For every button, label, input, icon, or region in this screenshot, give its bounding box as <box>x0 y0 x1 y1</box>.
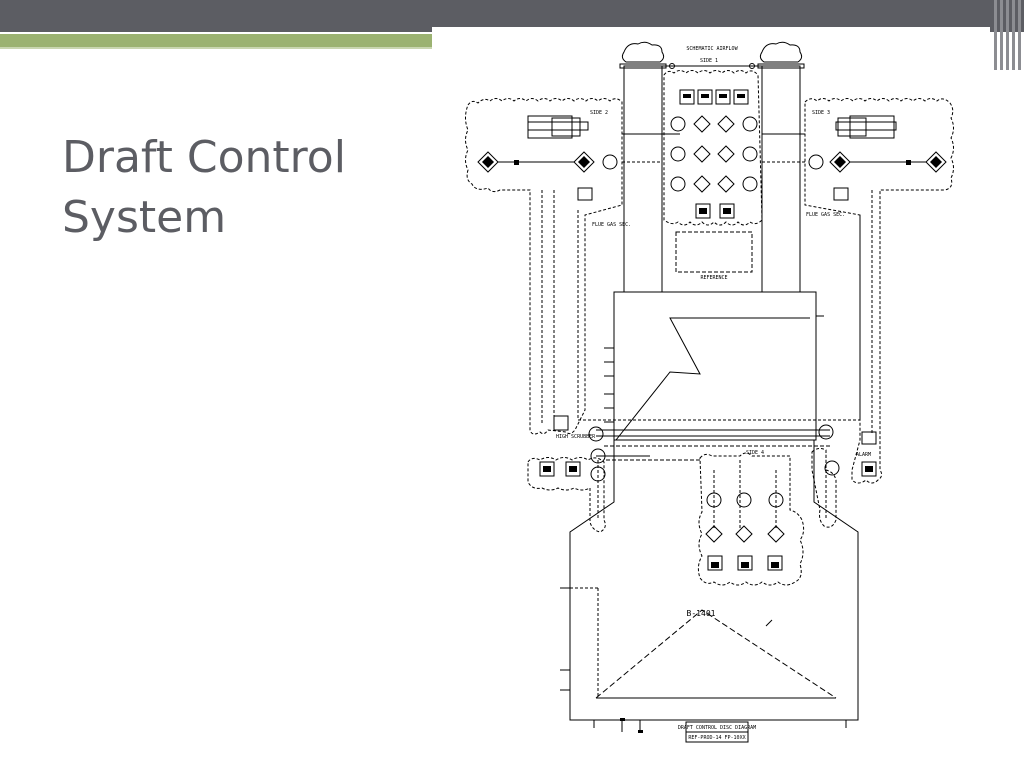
slide-title-line-2: System <box>62 192 227 243</box>
reference-label: REFERENCE <box>700 275 727 281</box>
right-block-label: FLUE GAS SEC. <box>806 212 845 218</box>
top-bar <box>0 0 1024 32</box>
radiant-coil <box>595 609 837 699</box>
green-accent-bar <box>0 34 432 47</box>
side-label-4: SIDE 4 <box>746 450 764 456</box>
stack-right <box>761 65 801 293</box>
cloud-outline-lower-left <box>527 457 606 533</box>
slide-title: Draft Control System <box>62 128 392 248</box>
cloud-outline-right <box>804 98 954 484</box>
cloud-outline-bottom <box>697 452 805 586</box>
title-block-line-1: DRAFT CONTROL DISC DIAGRAM <box>678 725 756 731</box>
alarm-label: ALARM <box>856 452 871 458</box>
draft-control-diagram: SCHEMATIC AIRFLOW SIDE 1 SIDE 2 SIDE 3 S… <box>432 27 990 768</box>
title-block-line-2: REF-PROD-14 FP-10XX <box>688 735 745 741</box>
right-edge-accent <box>990 0 1024 70</box>
green-accent-line <box>0 47 432 49</box>
high-scrubber-label: HIGH SCRUBBER <box>556 434 596 440</box>
side-label-3: SIDE 3 <box>812 110 830 116</box>
furnace-tag: B-1401 <box>687 609 716 618</box>
stack-label: SCHEMATIC AIRFLOW <box>686 46 738 52</box>
convection-coil <box>615 317 810 441</box>
cloud-outline-lower-right <box>811 447 837 528</box>
slide-title-line-1: Draft Control <box>62 132 346 183</box>
pid-drawing-svg: SCHEMATIC AIRFLOW SIDE 1 SIDE 2 SIDE 3 S… <box>465 41 954 743</box>
stack-left <box>623 65 663 293</box>
left-block-label: FLUE GAS SEC. <box>592 222 631 228</box>
cloud-outline-main <box>465 98 623 435</box>
side-label-1: SIDE 1 <box>700 58 718 64</box>
convection-section <box>613 291 817 441</box>
side-label-2: SIDE 2 <box>590 110 608 116</box>
reference-box <box>675 231 753 273</box>
